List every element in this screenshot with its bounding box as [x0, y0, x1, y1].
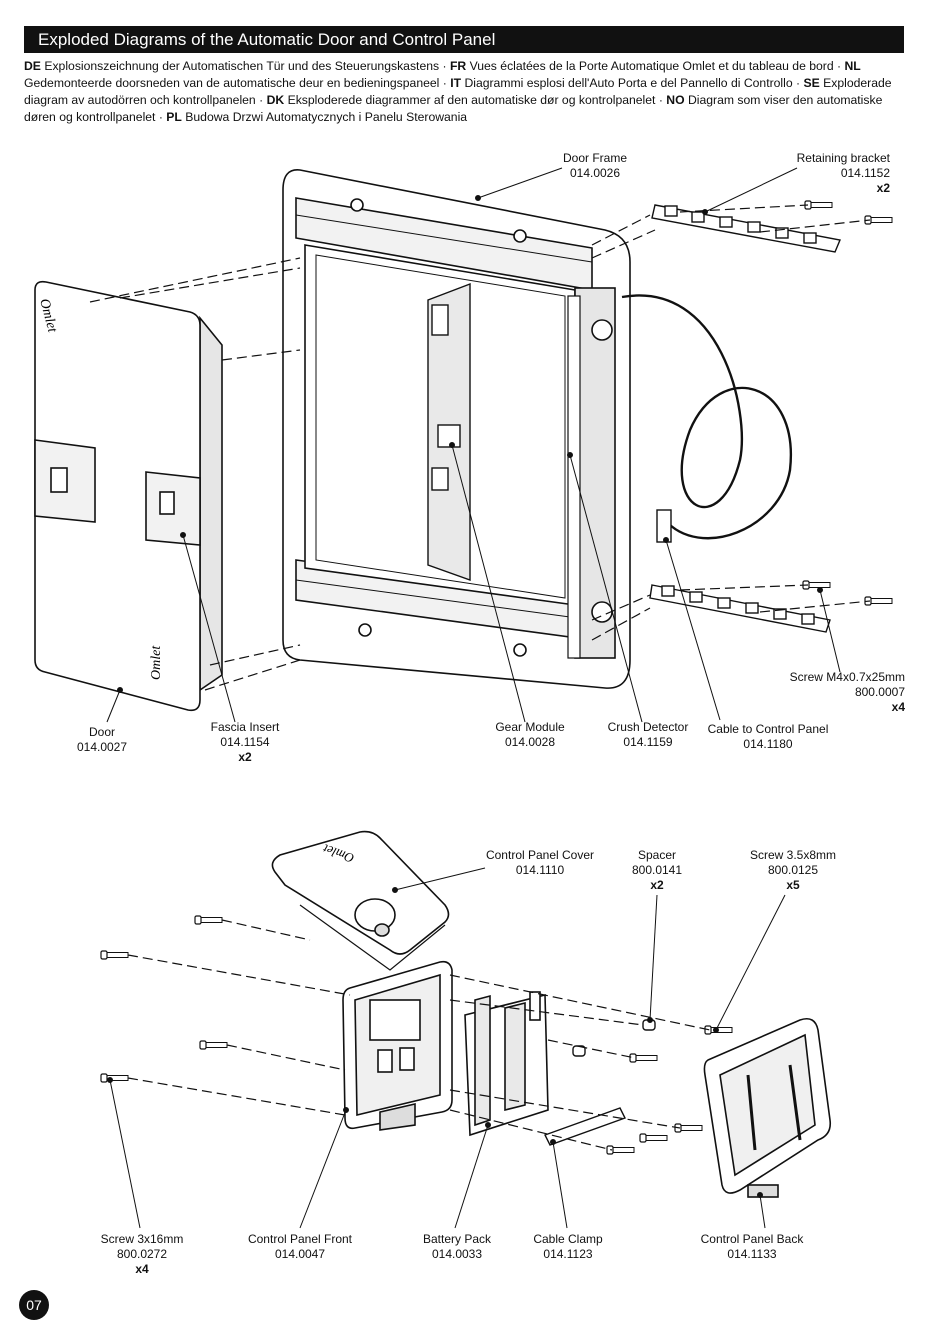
label-name: Retaining bracket — [796, 151, 890, 165]
label-code: 014.0047 — [274, 1247, 326, 1261]
label-qty: x2 — [238, 750, 252, 764]
door-panel — [34, 280, 223, 712]
label-name: Control Panel Cover — [485, 848, 595, 862]
label-cable-clamp: Cable Clamp 014.1123 — [525, 1232, 611, 1262]
label-door-frame: Door Frame 014.0026 — [548, 151, 642, 181]
label-name: Door — [88, 725, 115, 739]
lang-text-no: Diagram som viser den automatiske døren … — [24, 93, 883, 124]
control-panel-back — [703, 1017, 832, 1198]
translation-list: DE Explosionszeichnung der Automatischen… — [24, 59, 892, 124]
label-qty: x2 — [650, 878, 664, 892]
battery-pack — [464, 991, 549, 1137]
label-screw-35: Screw 3.5x8mm 800.0125 x5 — [740, 848, 846, 893]
label-qty: x5 — [786, 878, 800, 892]
label-crush-detector: Crush Detector 014.1159 — [596, 720, 700, 750]
lang-text-se: Exploderade diagram av autodörren och ko… — [24, 76, 892, 107]
label-code: 800.0125 — [767, 863, 819, 877]
label-code: 014.1123 — [543, 1247, 593, 1261]
label-code: 014.1152 — [840, 166, 890, 180]
label-name: Screw 3.5x8mm — [749, 848, 837, 862]
label-door: Door 014.0027 — [62, 725, 142, 755]
lang-text-it: Diagrammi esplosi dell'Auto Porta e del … — [464, 76, 793, 90]
cable-clamp — [544, 1107, 626, 1146]
label-name: Spacer — [637, 848, 677, 862]
label-code: 014.1133 — [727, 1247, 777, 1261]
door-leader-lines — [106, 167, 841, 723]
cable-connector — [656, 509, 672, 543]
label-spacer: Spacer 800.0141 x2 — [622, 848, 692, 893]
label-name: Gear Module — [495, 720, 565, 734]
label-name: Cable Clamp — [533, 1232, 603, 1246]
label-qty: x4 — [135, 1262, 149, 1276]
label-code: 014.1180 — [743, 737, 793, 751]
label-name: Door Frame — [562, 151, 627, 165]
panel-dashed-lines — [127, 919, 711, 1151]
label-name: Control Panel Front — [247, 1232, 353, 1246]
control-panel-cover — [271, 830, 450, 971]
page-number: 07 — [19, 1290, 49, 1320]
lang-code-se: SE — [803, 76, 820, 90]
label-code: 014.1154 — [220, 735, 270, 749]
label-code: 014.0026 — [569, 166, 621, 180]
label-gear-module: Gear Module 014.0028 — [482, 720, 578, 750]
label-code: 014.1159 — [623, 735, 673, 749]
lang-text-pl: Budowa Drzwi Automatycznych i Panelu Ste… — [185, 110, 468, 124]
label-battery-pack: Battery Pack 014.0033 — [412, 1232, 502, 1262]
label-qty: x2 — [876, 181, 890, 195]
label-panel-back: Control Panel Back 014.1133 — [690, 1232, 814, 1262]
label-panel-cover: Control Panel Cover 014.1110 — [478, 848, 602, 878]
page-title: Exploded Diagrams of the Automatic Door … — [24, 26, 904, 53]
lang-text-de: Explosionszeichnung der Automatischen Tü… — [44, 59, 440, 73]
label-cable-to-panel: Cable to Control Panel 014.1180 — [700, 722, 836, 752]
label-name: Battery Pack — [422, 1232, 492, 1246]
label-code: 014.0033 — [431, 1247, 483, 1261]
crush-detector — [567, 295, 581, 659]
lang-code-fr: FR — [449, 59, 467, 73]
label-screw-m4: Screw M4x0.7x25mm 800.0007 x4 — [765, 670, 905, 715]
label-retaining-bracket: Retaining bracket 014.1152 x2 — [770, 151, 890, 196]
label-name: Cable to Control Panel — [707, 722, 829, 736]
lang-code-de: DE — [24, 59, 41, 73]
door-dashed-lines — [89, 204, 871, 691]
label-name: Crush Detector — [607, 720, 689, 734]
label-code: 800.0272 — [116, 1247, 168, 1261]
label-code: 800.0141 — [631, 863, 683, 877]
lang-text-fr: Vues éclatées de la Porte Automatique Om… — [469, 59, 834, 73]
label-code: 800.0007 — [854, 685, 905, 699]
spacer-parts — [572, 1019, 656, 1057]
lang-code-it: IT — [450, 76, 462, 90]
label-name: Control Panel Back — [700, 1232, 804, 1246]
label-fascia-insert: Fascia Insert 014.1154 x2 — [200, 720, 290, 765]
retaining-bracket-bottom — [649, 584, 831, 633]
panel-leader-lines — [107, 867, 786, 1229]
label-qty: x4 — [891, 700, 905, 714]
lang-text-nl: Gedemonteerde doorsneden van de automati… — [24, 76, 440, 90]
lang-code-no: NO — [666, 93, 685, 107]
label-name: Screw M4x0.7x25mm — [789, 670, 905, 684]
label-screw-3x16: Screw 3x16mm 800.0272 x4 — [92, 1232, 192, 1277]
label-code: 014.0028 — [504, 735, 556, 749]
label-code: 014.0027 — [76, 740, 128, 754]
door-logo-bottom: Omlet — [149, 645, 164, 680]
lang-code-pl: PL — [166, 110, 182, 124]
retaining-bracket-top — [651, 204, 841, 253]
gear-module — [427, 282, 471, 581]
label-name: Screw 3x16mm — [100, 1232, 184, 1246]
lang-code-dk: DK — [266, 93, 285, 107]
label-name: Fascia Insert — [210, 720, 280, 734]
lang-text-dk: Eksploderede diagrammer af den automatis… — [287, 93, 656, 107]
cable — [621, 294, 793, 540]
screw-m4-set — [802, 200, 893, 606]
lang-code-nl: NL — [844, 59, 861, 73]
label-panel-front: Control Panel Front 014.0047 — [240, 1232, 360, 1262]
control-panel-front — [342, 960, 453, 1131]
label-code: 014.1110 — [515, 863, 565, 877]
door-frame — [282, 169, 631, 689]
